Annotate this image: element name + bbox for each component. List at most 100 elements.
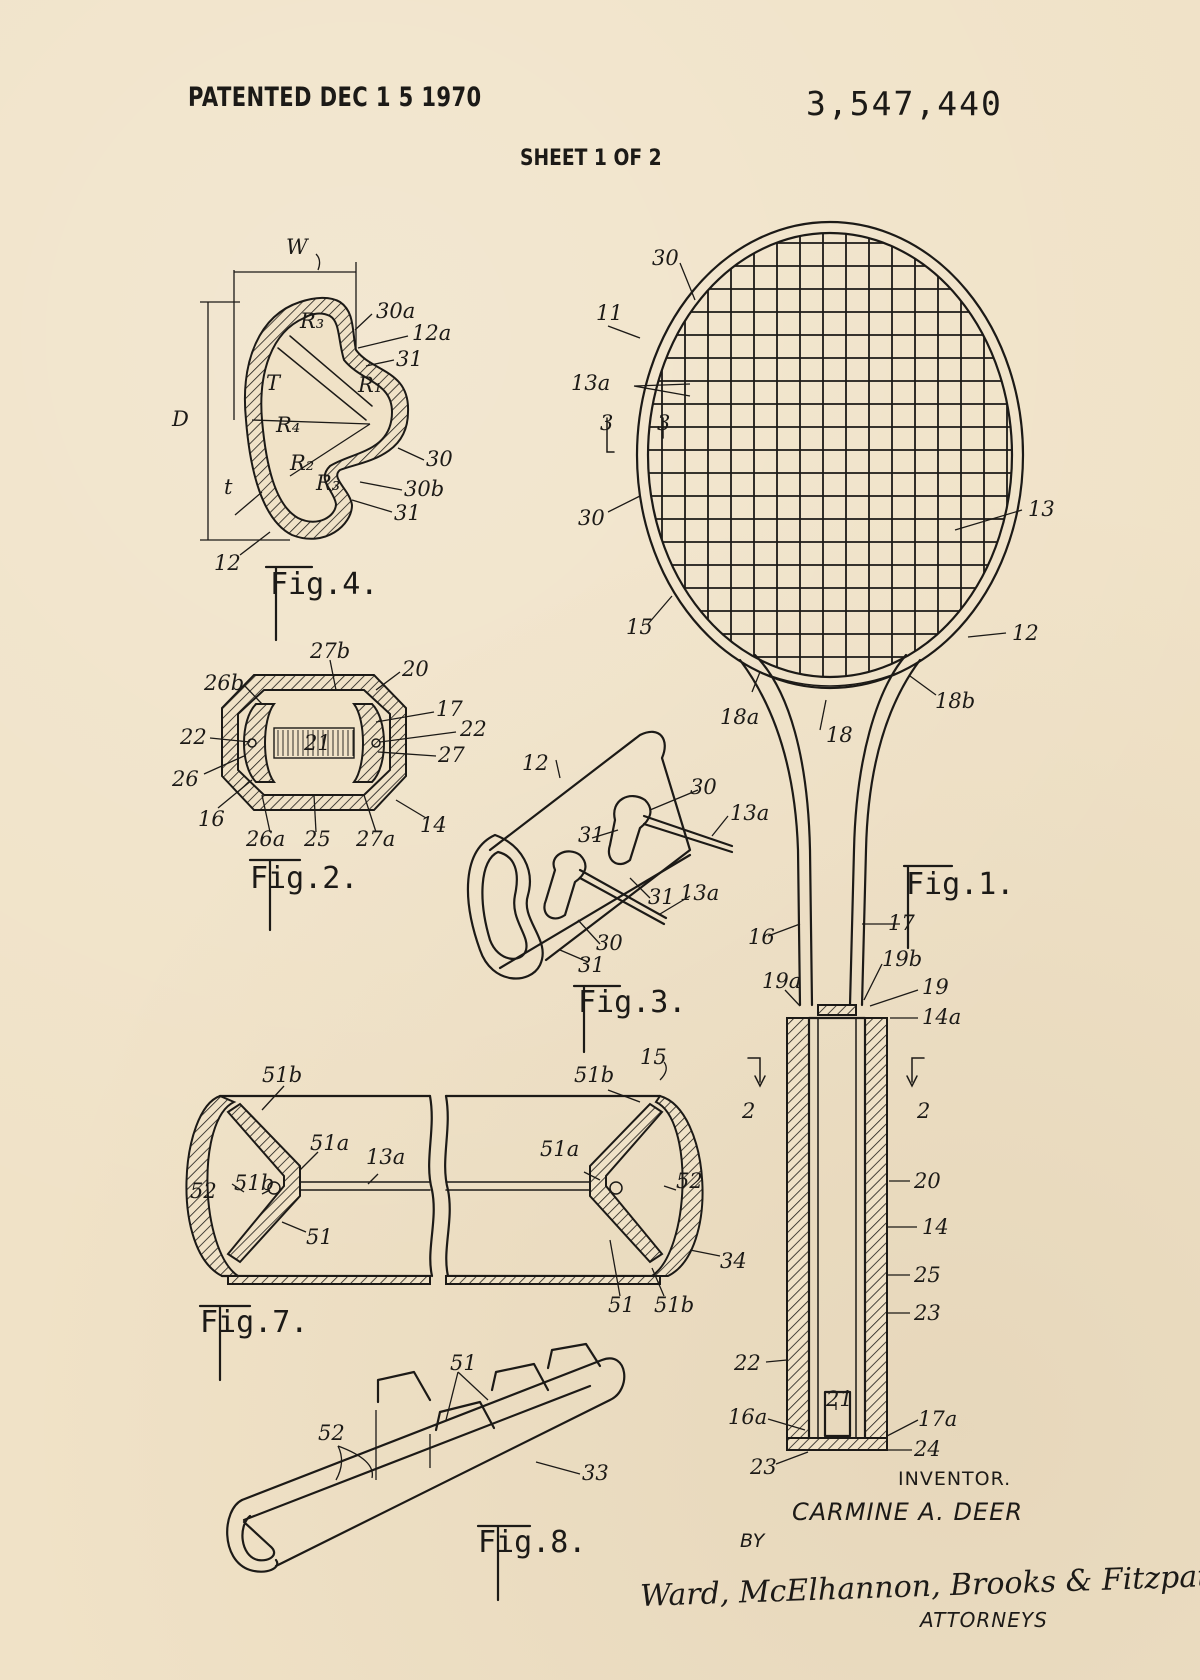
fig3-title: Fig.3.: [578, 985, 686, 1020]
fig2-label-27: 27: [437, 743, 465, 767]
fig3-eyelet-lower: [543, 850, 587, 920]
fig2-label-17: 17: [436, 697, 463, 721]
fig2-label-22-left: 22: [179, 725, 207, 749]
fig8-label-51: 51: [450, 1351, 477, 1375]
fig7-label-51b-left: 51b: [262, 1063, 302, 1087]
fig8-strip-top: [240, 1357, 626, 1568]
fig3-frame-perspective: 12 30 13a 31 31 13a 30 31 Fig.3.: [466, 730, 769, 1054]
fig4-label-30b: 30b: [404, 477, 444, 501]
fig1-label-16: 16: [748, 925, 775, 949]
handle-wall-left: [786, 1017, 810, 1449]
fig1-label-13: 13: [1028, 497, 1055, 521]
fig1-label-2-left: 2: [741, 1099, 755, 1123]
fig8-tab-3: [490, 1362, 550, 1392]
fig4-frame-section: W D t T R₁ R₂ R₃ R₃ R₄ 30a 12a 31 30 30b…: [171, 235, 453, 642]
handle-plug-21: [823, 1390, 852, 1438]
fig1-label-20: 20: [913, 1169, 941, 1193]
fig2-label-21: 21: [303, 731, 331, 755]
fig8-tab-2: [434, 1400, 496, 1432]
fig1-label-15: 15: [626, 615, 653, 639]
fig3-string-upper: [642, 814, 734, 854]
fig3-label-12: 12: [522, 751, 549, 775]
fig3-label-30-bottom: 30: [596, 931, 623, 955]
fig3-end-inner: [481, 850, 528, 960]
sheet-number: SHEET 1 OF 2: [520, 146, 662, 171]
fig1-label-3-left: 3: [600, 411, 613, 435]
fig3-label-31-bottom: 31: [578, 953, 605, 977]
fig7-frame-sections: 51b 15 51b 51a 13a 51a 52 51b 52 51 34 5…: [185, 1045, 747, 1382]
fig7-label-51a-left: 51a: [310, 1131, 349, 1155]
fig8-tab-4: [546, 1342, 602, 1370]
fig3-label-31-mid: 31: [648, 885, 675, 909]
patented-date: PATENTED DEC 1 5 1970: [188, 82, 482, 113]
fig7-label-51-right: 51: [608, 1293, 635, 1317]
fig1-label-18: 18: [826, 723, 853, 747]
fig1-label-3-right: 3: [657, 411, 670, 435]
fig2-label-27a: 27a: [355, 827, 395, 851]
fig4-title-underline: [264, 565, 314, 642]
fig4-label-31-bottom: 31: [394, 501, 421, 525]
fig1-racket: 30 11 13a 3 3 30 13 15 12 18a 18 18b 16 …: [571, 220, 1055, 1479]
fig2-core-lines: [277, 730, 354, 756]
fig7-label-51a-right: 51a: [540, 1137, 579, 1161]
patent-number: 3,547,440: [806, 84, 1003, 123]
fig2-label-20: 20: [401, 657, 429, 681]
fig3-label-31-top: 31: [578, 823, 605, 847]
fig4-label-30: 30: [426, 447, 453, 471]
fig4-label-R4: R₄: [275, 413, 300, 437]
fig8-title-underline: [476, 1524, 532, 1602]
fig7-label-13a: 13a: [366, 1145, 405, 1169]
fig7-label-51b-bottom: 51b: [654, 1293, 694, 1317]
fig7-label-51: 51: [306, 1225, 333, 1249]
fig7-label-15: 15: [640, 1045, 667, 1069]
shaft-17-outer: [860, 658, 922, 1007]
fig1-label-12: 12: [1012, 621, 1039, 645]
fig7-title-underline: [198, 1304, 252, 1382]
by-label: BY: [740, 1530, 765, 1552]
throat-bridge-18: [759, 671, 901, 687]
fig8-insert-strip: 51 52 33 Fig.8.: [226, 1342, 626, 1602]
fig1-title: Fig.1.: [906, 867, 1014, 902]
fig8-strip-end-outer: [226, 1498, 279, 1573]
fig4-label-31-top: 31: [396, 347, 423, 371]
fig4-label-R3-bottom: R₃: [315, 471, 340, 495]
shaft-16-inner: [753, 653, 814, 1007]
fig7-right-break: [444, 1094, 451, 1278]
fig2-label-26a: 26a: [245, 827, 285, 851]
fig7-label-34: 34: [720, 1249, 747, 1273]
fig1-label-19b: 19b: [882, 947, 922, 971]
racket-head-outer: [635, 220, 1025, 690]
fig1-label-23-right: 23: [913, 1301, 941, 1325]
fig7-left-break: [428, 1094, 435, 1278]
fig4-label-W: W: [286, 235, 310, 259]
fig7-right-string: [445, 1181, 591, 1191]
handle-wall-right: [864, 1017, 888, 1449]
fig1-label-17a: 17a: [918, 1407, 957, 1431]
fig3-eyelet-upper: [607, 794, 652, 866]
fig1-label-11: 11: [596, 301, 623, 325]
fig8-label-52: 52: [318, 1421, 345, 1445]
inventor-name: CARMINE A. DEER: [792, 1498, 1023, 1526]
fig4-inner-wall: [260, 312, 394, 523]
fig7-label-51b-inner: 51b: [234, 1171, 274, 1195]
fig1-label-18b: 18b: [935, 689, 975, 713]
fig7-label-52-right: 52: [676, 1169, 703, 1193]
fig1-label-22: 22: [733, 1351, 761, 1375]
fig1-label-19: 19: [922, 975, 949, 999]
fig2-shaft-right: [352, 703, 385, 783]
fig2-title: Fig.2.: [250, 861, 358, 896]
fig7-label-51b-right: 51b: [574, 1063, 614, 1087]
fig3-label-30-top: 30: [690, 775, 717, 799]
fig4-label-30a: 30a: [376, 299, 415, 323]
fig8-tab-1: [376, 1370, 432, 1404]
fig2-label-22-right: 22: [459, 717, 487, 741]
fig7-left-string: [299, 1181, 431, 1191]
fig2-shaft-left: [243, 703, 276, 783]
fig1-label-13a: 13a: [571, 371, 610, 395]
fig1-label-30-top: 30: [652, 246, 679, 270]
fig1-label-2-right: 2: [916, 1099, 930, 1123]
fig8-title: Fig.8.: [478, 1525, 586, 1560]
fig7-right-body: [444, 1094, 662, 1278]
